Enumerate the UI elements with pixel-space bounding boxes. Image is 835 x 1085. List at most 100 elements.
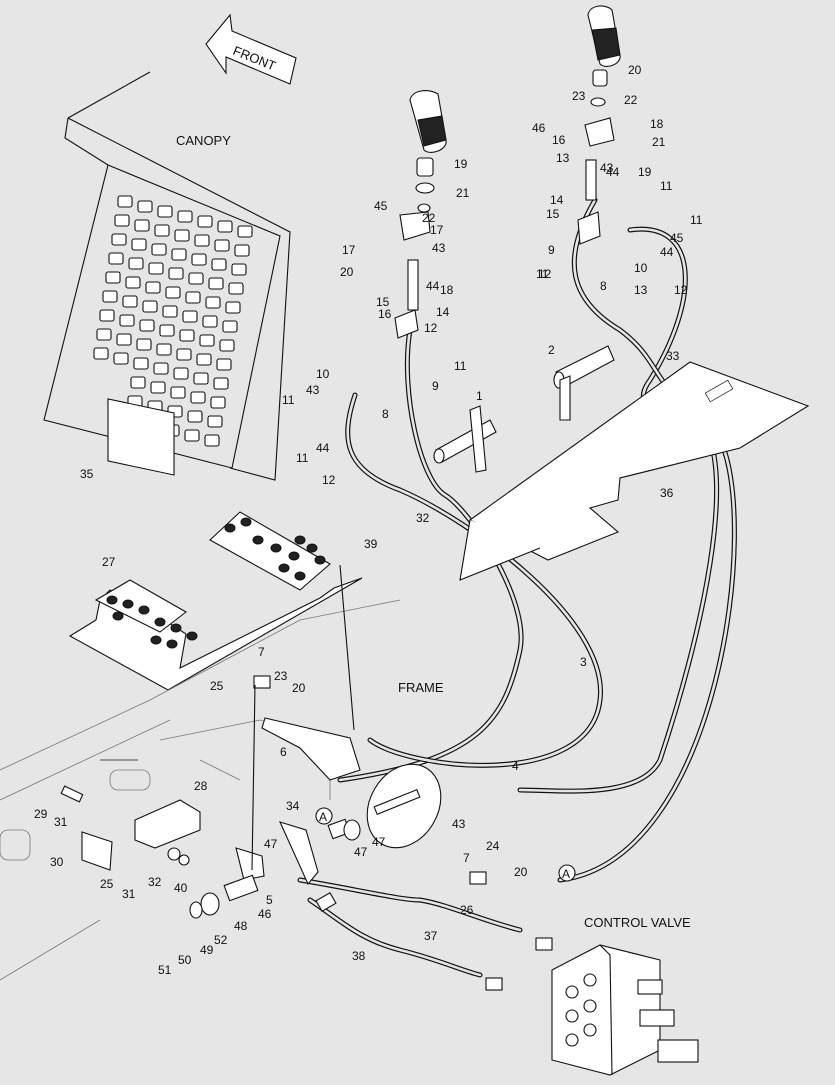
control-valve-label: CONTROL VALVE <box>584 915 691 930</box>
grille-slot <box>190 391 206 404</box>
part-callout: 43 <box>600 161 614 175</box>
grille-slot <box>194 234 210 247</box>
part-callout: 8 <box>382 407 389 421</box>
grille-slot <box>173 367 189 380</box>
part-callout: 14 <box>436 305 450 319</box>
part-callout: 8 <box>600 279 607 293</box>
part-callout: 52 <box>214 933 228 947</box>
part-callout: 31 <box>54 815 68 829</box>
part-callout: 4 <box>512 759 519 773</box>
part-callout: 44 <box>660 245 674 259</box>
grille-slot <box>191 253 207 266</box>
part-callout: 11 <box>296 451 309 465</box>
grille-slot <box>196 353 212 366</box>
part-callout: 18 <box>650 117 664 131</box>
grille-slot <box>184 429 200 442</box>
grille-slot <box>114 214 130 227</box>
part-callout: 48 <box>234 919 248 933</box>
grille-slot <box>150 381 166 394</box>
part-callout: 5 <box>266 893 273 907</box>
part-callout: 3 <box>580 655 587 669</box>
part-callout: 43 <box>452 817 466 831</box>
part-callout: 31 <box>122 887 136 901</box>
grille-slot <box>117 195 133 208</box>
pedal-hole <box>294 535 306 545</box>
detail-a-label-2: A <box>562 867 570 881</box>
part-callout: 50 <box>178 953 192 967</box>
part-callout: 11 <box>454 359 467 373</box>
grille-slot <box>213 377 229 390</box>
frame-label: FRAME <box>398 680 444 695</box>
grille-slot <box>170 386 186 399</box>
grille-slot <box>214 239 230 252</box>
pedal-hole <box>186 631 198 641</box>
part-callout: 13 <box>556 151 570 165</box>
pivot-tubes <box>433 345 615 473</box>
pedal-hole <box>294 571 306 581</box>
grille-slot <box>148 262 164 275</box>
part-callout: 23 <box>274 669 288 683</box>
pedal-hole <box>240 517 252 527</box>
part-callout: 7 <box>258 645 265 659</box>
canopy-panel: CANOPY <box>43 71 291 481</box>
part-callout: 45 <box>670 231 684 245</box>
grille-slot <box>202 315 218 328</box>
part-callout: 30 <box>50 855 64 869</box>
part-callout: 25 <box>210 679 224 693</box>
grille-slot <box>102 290 118 303</box>
grille-slot <box>136 338 152 351</box>
grille-slot <box>113 352 129 365</box>
part-callout: 27 <box>102 555 116 569</box>
part-callout: 11 <box>282 393 295 407</box>
part-callout: 20 <box>628 63 642 77</box>
part-callout: 44 <box>426 279 440 293</box>
grille-slot <box>225 301 241 314</box>
pedal-hole <box>270 543 282 553</box>
part-callout: 7 <box>463 851 470 865</box>
grille-slot <box>159 324 175 337</box>
pedal-hole <box>138 605 150 615</box>
part-callout: 46 <box>532 121 546 135</box>
part-callout: 17 <box>430 223 444 237</box>
part-callout: 32 <box>148 875 162 889</box>
grille-slot <box>165 286 181 299</box>
grille-slot <box>219 339 235 352</box>
grille-slot <box>211 258 227 271</box>
front-arrow: FRONT <box>205 13 297 85</box>
part-callout: 20 <box>340 265 354 279</box>
grille-slot <box>197 215 213 228</box>
mount-plate <box>459 361 810 581</box>
part-callout: 22 <box>422 211 436 225</box>
grille-slot <box>171 248 187 261</box>
part-callout: 47 <box>264 837 278 851</box>
part-callout: 18 <box>440 283 454 297</box>
part-callout: 33 <box>666 349 680 363</box>
part-callout: 45 <box>374 199 388 213</box>
grille-slot <box>188 272 204 285</box>
pedal-hole <box>112 611 124 621</box>
part-callout: 11 <box>660 179 673 193</box>
part-callout: 28 <box>194 779 208 793</box>
grille-slot <box>182 310 198 323</box>
pedal-hole <box>150 635 162 645</box>
part-callout: 43 <box>306 383 320 397</box>
pedal-hole <box>224 523 236 533</box>
grille-slot <box>96 328 112 341</box>
grille-slot <box>125 276 141 289</box>
part-callout: 39 <box>364 537 378 551</box>
detail-a-markers: A A <box>315 807 576 882</box>
grille-slot <box>193 372 209 385</box>
grille-slot <box>208 277 224 290</box>
grille-slot <box>210 396 226 409</box>
part-callout: 47 <box>354 845 368 859</box>
part-callout: 10 <box>316 367 330 381</box>
grille-slot <box>111 233 127 246</box>
grille-slot <box>133 357 149 370</box>
grille-slot <box>231 263 247 276</box>
part-callout: 38 <box>352 949 366 963</box>
callout-numbers: 1234567788991010111111111111121212121313… <box>34 63 703 977</box>
grille-slot <box>228 282 244 295</box>
pedal-hole <box>278 563 290 573</box>
grille-slot <box>134 219 150 232</box>
pedal-hole <box>166 639 178 649</box>
